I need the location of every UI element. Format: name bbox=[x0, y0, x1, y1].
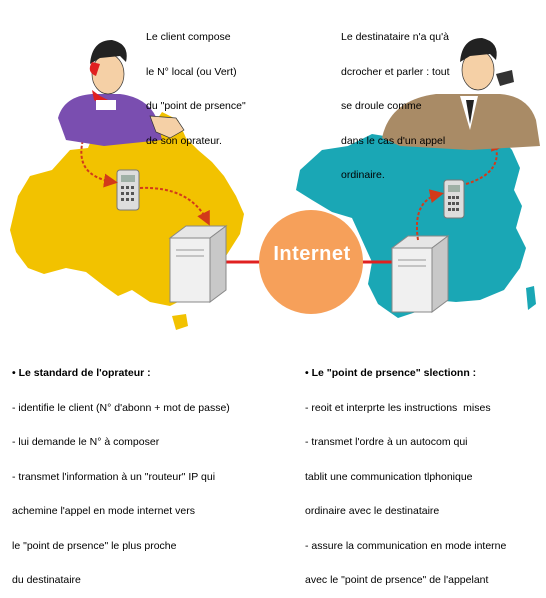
caption-right-line: dans le cas d'un appel bbox=[341, 134, 446, 147]
internet-label: Internet bbox=[273, 243, 351, 265]
operator-standard-line: le "point de prsence" le plus proche bbox=[12, 539, 177, 552]
operator-standard-line: - identifie le client (N° d'abonn + mot … bbox=[12, 401, 230, 414]
caption-right-line: se droule comme bbox=[341, 100, 422, 112]
presence-point-description: • Le "point de prsence" slectionn : - re… bbox=[305, 345, 506, 598]
left-phone-icon bbox=[116, 169, 140, 211]
arrow-server-to-phone bbox=[416, 189, 444, 241]
operator-standard-line: achemine l'appel en mode internet vers bbox=[12, 505, 195, 517]
operator-standard-line: du destinataire bbox=[12, 574, 81, 586]
presence-point-line: avec le "point de prsence" de l'appelant bbox=[305, 574, 489, 586]
caption-left-line: le N° local (ou Vert) bbox=[146, 65, 237, 78]
caller-figure bbox=[58, 40, 185, 146]
caption-right-line: Le destinataire n'a qu'à bbox=[341, 31, 449, 43]
operator-standard-line: - transmet l'information à un "routeur" … bbox=[12, 470, 216, 483]
presence-point-line: - transmet l'ordre à un autocom qui bbox=[305, 436, 468, 448]
left-server bbox=[168, 225, 228, 303]
caption-left-line: Le client compose bbox=[146, 31, 231, 43]
right-phone-icon bbox=[443, 179, 465, 219]
caption-left-line: du "point de prsence" bbox=[146, 100, 246, 112]
internet-circle bbox=[259, 210, 363, 314]
caption-right-line: dcrocher et parler : tout bbox=[341, 65, 450, 78]
arrow-man-to-phone bbox=[80, 135, 118, 188]
caption-right-line: ordinaire. bbox=[341, 169, 385, 181]
right-server bbox=[390, 235, 450, 313]
presence-point-line: - assure la communication en mode intern… bbox=[305, 539, 507, 552]
presence-point-title: • Le "point de prsence" slectionn : bbox=[305, 367, 477, 379]
caption-right: Le destinataire n'a qu'à dcrocher et par… bbox=[341, 9, 450, 193]
caption-left: Le client compose le N° local (ou Vert) … bbox=[146, 9, 246, 159]
presence-point-line: ordinaire avec le destinataire bbox=[305, 505, 440, 517]
recipient-figure bbox=[382, 38, 540, 150]
corsica bbox=[526, 286, 536, 310]
operator-standard-description: • Le standard de l'oprateur : - identifi… bbox=[12, 345, 230, 598]
presence-point-line: - reoit et interprte les instructions mi… bbox=[305, 401, 491, 414]
operator-standard-title: • Le standard de l'oprateur : bbox=[12, 367, 151, 379]
telephony-diagram bbox=[10, 38, 540, 330]
france-map bbox=[296, 126, 526, 318]
operator-standard-line: - lui demande le N° à composer bbox=[12, 436, 160, 448]
caption-left-line: de son oprateur. bbox=[146, 134, 222, 147]
arrow-phone-to-man bbox=[465, 136, 505, 185]
tasmania bbox=[172, 314, 188, 330]
presence-point-line: tablit une communication tlphonique bbox=[305, 470, 473, 483]
